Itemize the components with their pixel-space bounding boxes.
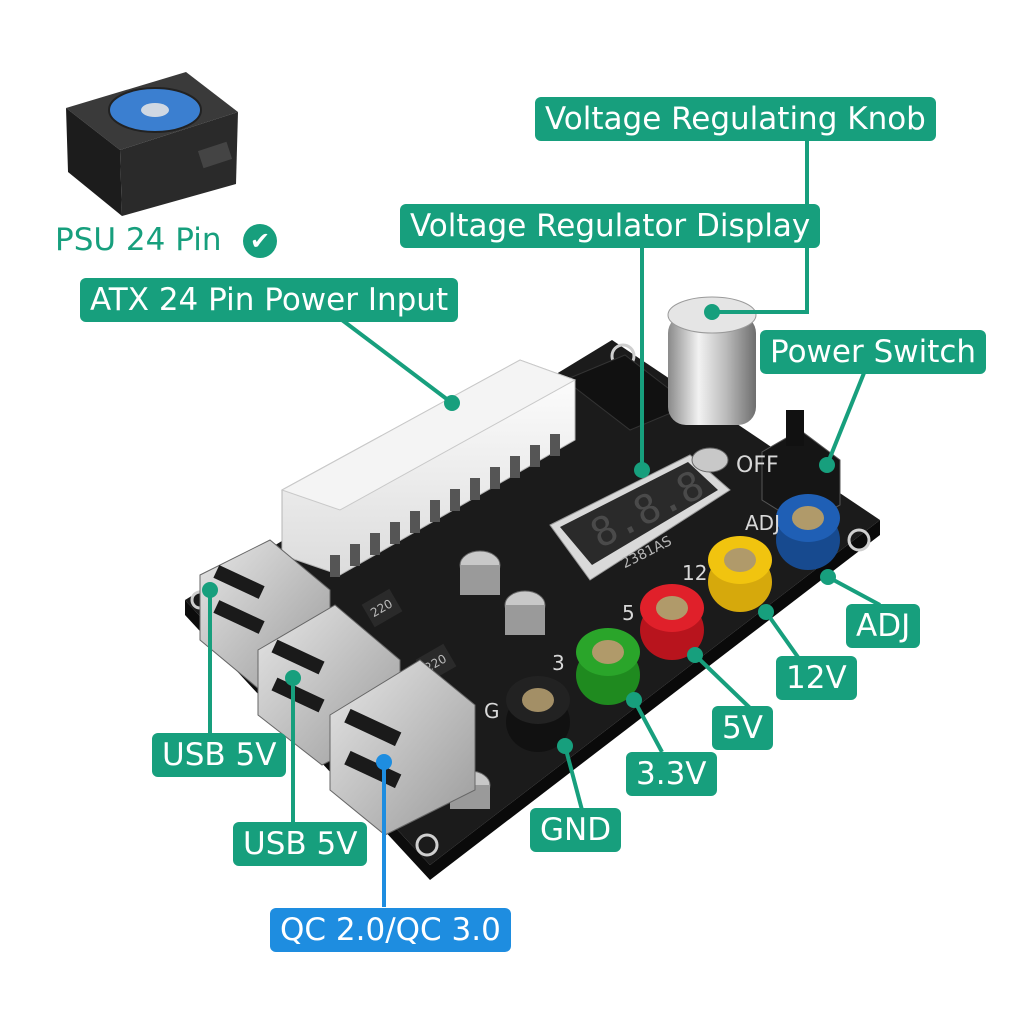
- connector-pins: [330, 434, 560, 577]
- terminal-12v[interactable]: [708, 536, 772, 612]
- connector-pin: [350, 544, 360, 566]
- silk-3: 3: [552, 651, 565, 675]
- connector-pin: [430, 500, 440, 522]
- leader-dots: [202, 304, 836, 770]
- label-voltage-display: Voltage Regulator Display: [400, 204, 821, 248]
- silk-off: OFF: [736, 453, 779, 478]
- psu-label: PSU 24 Pin: [55, 222, 222, 258]
- label-voltage-knob: Voltage Regulating Knob: [535, 97, 936, 141]
- silk-g: G: [484, 699, 500, 723]
- terminal-adj[interactable]: [776, 494, 840, 570]
- connector-pin: [470, 478, 480, 500]
- label-atx-input: ATX 24 Pin Power Input: [80, 278, 459, 322]
- connector-pin: [370, 533, 380, 555]
- connector-pin: [530, 445, 540, 467]
- label-3v3: 3.3V: [626, 752, 717, 796]
- label-5v: 5V: [712, 706, 773, 750]
- psu-image: [66, 72, 238, 216]
- connector-pin: [410, 511, 420, 533]
- label-power-switch: Power Switch: [760, 330, 987, 374]
- check-circle-icon: ✔: [243, 224, 277, 258]
- silk-adj: ADJ: [745, 511, 780, 535]
- inductor-1: [361, 588, 403, 628]
- label-gnd: GND: [530, 808, 622, 852]
- connector-pin: [390, 522, 400, 544]
- label-usb-1: USB 5V: [152, 733, 287, 777]
- terminal-3v3[interactable]: [576, 628, 640, 705]
- label-adj: ADJ: [846, 604, 921, 648]
- connector-pin: [330, 555, 340, 577]
- connector-pin: [490, 467, 500, 489]
- label-12v: 12V: [776, 656, 857, 700]
- usb-qc-port[interactable]: [329, 659, 476, 836]
- leader-lines: [208, 140, 881, 822]
- gnd-terminal[interactable]: [506, 676, 570, 752]
- terminal-5v[interactable]: [640, 584, 704, 660]
- connector-pin: [450, 489, 460, 511]
- silk-5: 5: [622, 601, 635, 625]
- connector-pin: [510, 456, 520, 478]
- silk-12: 12: [682, 561, 707, 585]
- connector-pin: [550, 434, 560, 456]
- label-qc: QC 2.0/QC 3.0: [270, 908, 511, 952]
- voltage-display: [549, 454, 731, 581]
- label-usb-2: USB 5V: [233, 822, 368, 866]
